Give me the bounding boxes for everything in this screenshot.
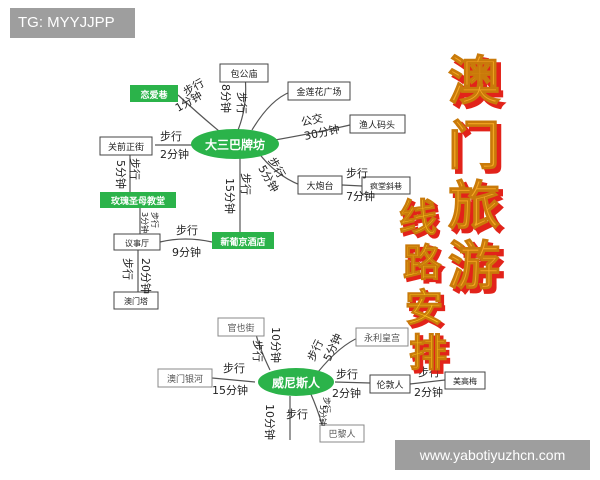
edge-label: 5分钟 [114,160,128,189]
channel-watermark: TG: MYYJJPP [10,8,135,38]
edge-label: 步行 [223,362,245,375]
edge-line-pujing-yishiting [159,238,213,243]
title-main: 澳 澳 门 门 旅 旅 游 游 [447,52,506,303]
node-meigui: 玫瑰圣母教堂 [100,192,176,208]
node-yuren: 渔人码头 [349,114,406,134]
svg-text:新葡京酒店: 新葡京酒店 [220,236,265,248]
edge-label: 步行 [128,158,141,180]
edge-label: 步行 [418,366,440,379]
subtitle-char-2: 路 [406,244,445,288]
node-guanyejie: 官也街 [217,317,265,337]
hub-weinisi-label: 威尼斯人 [272,375,321,390]
svg-text:议事厅: 议事厅 [125,238,149,248]
svg-text:门: 门 [448,117,500,177]
svg-text:关前正街: 关前正街 [108,141,144,153]
node-yonglihuang: 永利皇宫 [355,327,409,347]
edge-line-lundun [334,381,371,384]
svg-text:安: 安 [405,286,443,330]
node-dapaotai: 大炮台 [297,175,343,195]
svg-text:排: 排 [409,331,447,375]
svg-text:澳门塔: 澳门塔 [124,296,148,306]
edge-line-bali [309,391,323,426]
edge-label: 步行 [176,224,198,237]
svg-text:大炮台: 大炮台 [306,180,333,192]
edge-label: 2分钟 [332,386,361,400]
edge-label: 20分钟 [139,258,153,294]
subtitle-char-3: 安 [408,289,446,333]
edge-label: 15分钟 [212,383,248,397]
svg-text:游: 游 [448,237,500,297]
edge-label: 步行 [251,340,264,362]
edge-label: 15分钟 [223,178,237,214]
node-guanqian: 关前正街 [99,136,153,156]
edge-label: 步行 [322,397,332,413]
node-meigaomei: 美高梅 [444,371,486,390]
svg-text:路: 路 [403,241,442,285]
svg-text:金莲花广场: 金莲花广场 [296,86,341,98]
edge-label: 10分钟 [269,327,283,363]
edge-label: 步行 [235,92,248,114]
svg-text:渔人码头: 渔人码头 [359,120,395,131]
subtitle-char-1: 线 [402,199,440,243]
hub-dasanba: 大三巴牌坊 [191,129,279,159]
node-jinlian: 金莲花广场 [287,81,351,101]
edge-line-jinlian [251,91,291,131]
svg-text:澳门银河: 澳门银河 [167,373,203,385]
edge-label: 步行 [121,258,134,280]
svg-text:巴黎人: 巴黎人 [328,428,355,440]
svg-text:玫瑰圣母教堂: 玫瑰圣母教堂 [111,195,165,207]
title-char-2: 门 [452,121,504,181]
title-sub: 线 线 路 路 安 安 排 排 [398,196,451,380]
svg-text:包公庙: 包公庙 [230,68,257,80]
svg-text:美高梅: 美高梅 [453,376,477,386]
edge-label: 2分钟 [160,147,189,161]
edge-line-yuren [274,124,351,141]
edge-label: 10分钟 [263,404,277,440]
edge-label: 3分钟 [140,212,150,233]
edge-label: 5分钟 [318,405,328,426]
edge-label: 步行 [150,212,160,228]
svg-text:澳: 澳 [448,52,501,112]
svg-text:恋爱巷: 恋爱巷 [140,89,168,101]
edge-label: 步行 [346,167,368,180]
hub-dasanba-label: 大三巴牌坊 [205,137,265,152]
edge-label: 7分钟 [346,189,375,203]
site-watermark: www.yabotiyuzhcn.com [395,440,590,470]
svg-text:线: 线 [399,196,437,240]
node-bali: 巴黎人 [319,424,365,443]
title-char-4: 游 [452,241,504,301]
svg-text:疯堂斜巷: 疯堂斜巷 [370,181,402,191]
edge-label: 8分钟 [219,84,233,113]
edge-line-meigaomei [409,379,446,385]
svg-text:永利皇宫: 永利皇宫 [364,332,400,344]
edge-labels: 步行 1分钟 8分钟 步行 公交 30分钟 步行 2分钟 步行 5分钟 步行 7… [114,76,443,440]
edge-line-yinhe [211,377,256,383]
svg-text:伦敦人: 伦敦人 [376,379,403,391]
node-aomenyinhe: 澳门银河 [157,368,213,388]
svg-text:官也街: 官也街 [227,322,254,334]
edge-label: 步行 [336,368,358,381]
subtitle-char-4: 排 [412,334,450,378]
svg-text:旅: 旅 [448,177,500,237]
hub-weinisi: 威尼斯人 [258,368,334,396]
title-char-3: 旅 [452,181,504,241]
edge-label: 步行 [286,408,308,421]
title-char-1: 澳 [452,56,505,116]
edge-line-fengtang [341,184,363,187]
node-lundunren: 伦敦人 [369,374,411,394]
node-yishiting: 议事厅 [113,233,161,251]
node-fengtang: 疯堂斜巷 [361,176,411,195]
node-aomenta: 澳门塔 [113,291,159,310]
edge-label: 公交 [300,111,324,129]
edge-label: 2分钟 [414,385,443,399]
edge-label: 步行 [160,130,182,143]
edge-label: 9分钟 [172,245,201,259]
node-baogong: 包公庙 [219,63,269,83]
node-xinpujing: 新葡京酒店 [212,232,274,249]
edge-label: 步行 [239,173,252,195]
node-lianai: 恋爱巷 [130,85,178,102]
